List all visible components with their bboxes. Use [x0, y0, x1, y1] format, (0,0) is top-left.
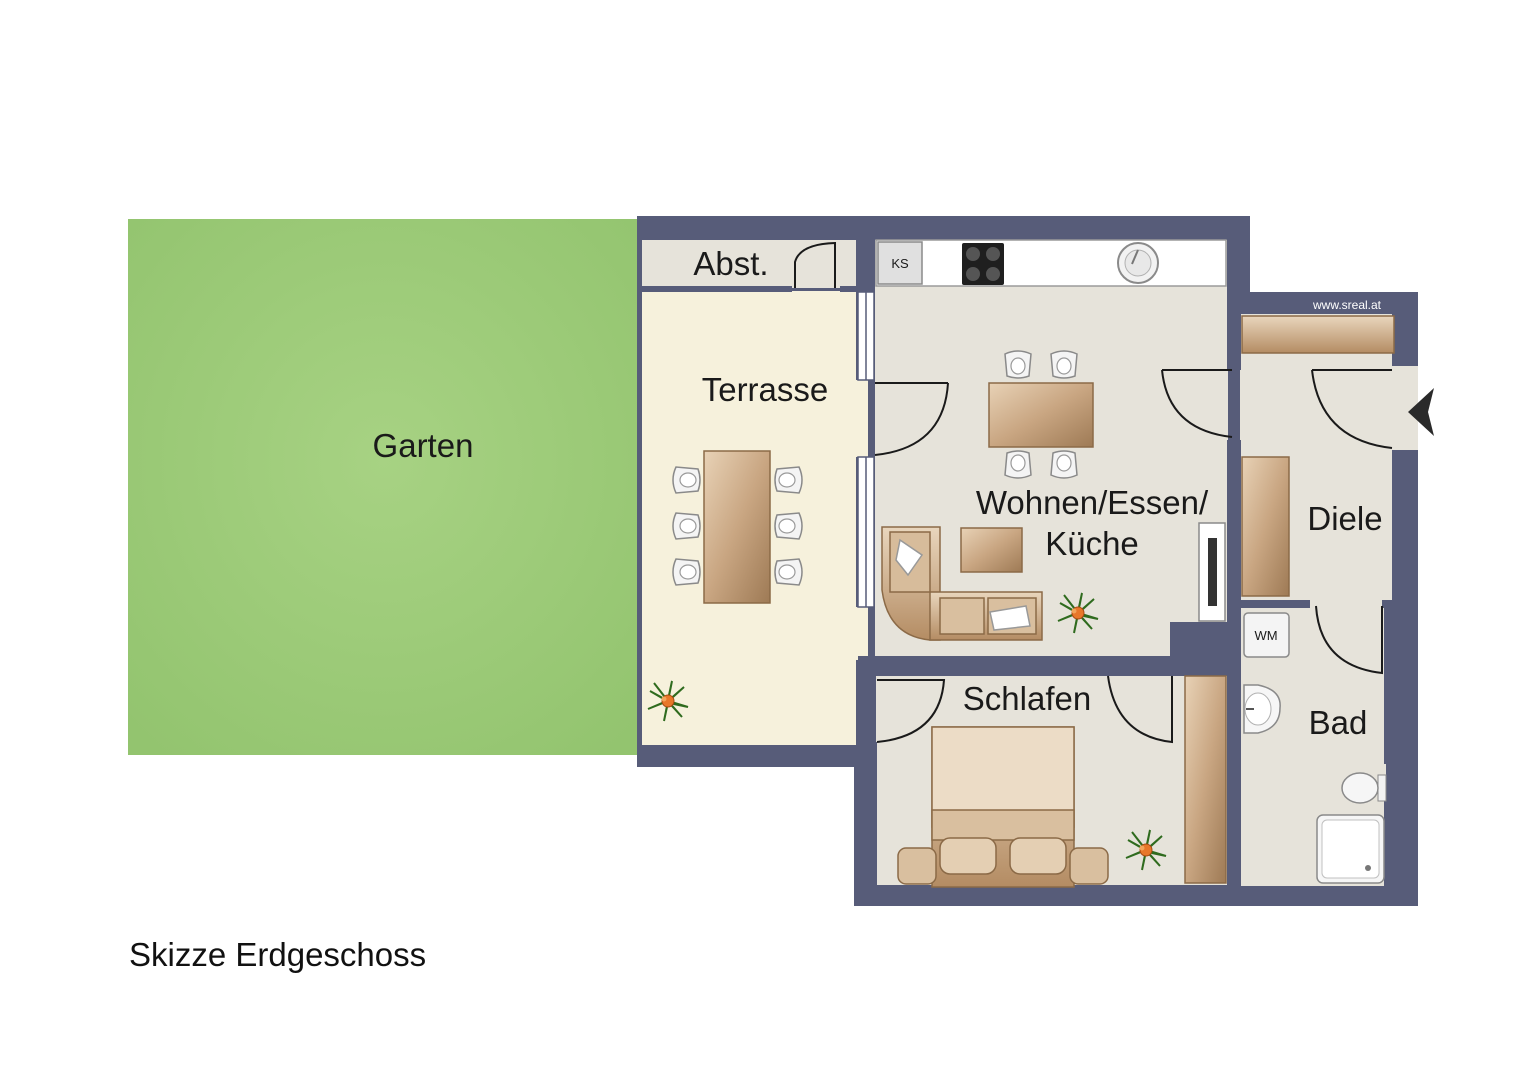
room-label-abstellraum: Abst. — [693, 245, 768, 282]
shower-icon — [1316, 814, 1385, 884]
diele-wardrobe — [1241, 456, 1290, 597]
sink-icon — [1117, 242, 1159, 284]
room-label-wohnen-line2: Küche — [1045, 525, 1139, 562]
doors — [794, 241, 1393, 744]
room-label-terrasse: Terrasse — [702, 371, 829, 408]
washer-label: WM — [1254, 628, 1277, 643]
room-label-wohnen-line1: Wohnen/Essen/ — [976, 484, 1209, 521]
windows — [857, 291, 875, 608]
bed — [897, 726, 1109, 888]
room-label-diele: Diele — [1307, 500, 1382, 537]
fridge-label: KS — [891, 256, 909, 271]
fridge-icon: KS — [877, 241, 923, 285]
watermark: www.sreal.at — [1312, 298, 1382, 312]
kitchen-counter: KS — [875, 239, 1227, 287]
room-label-garten: Garten — [373, 427, 474, 464]
entrance-arrow-icon — [1408, 388, 1434, 436]
wardrobe — [1184, 675, 1227, 884]
washer-icon: WM — [1243, 612, 1290, 658]
coffee-table — [960, 527, 1023, 573]
plan-caption: Skizze Erdgeschoss — [129, 936, 427, 973]
diele-shelf — [1241, 315, 1395, 354]
washbasin-icon — [1243, 684, 1281, 734]
room-label-bad: Bad — [1309, 704, 1368, 741]
room-label-schlafen: Schlafen — [963, 680, 1091, 717]
toilet-icon — [1341, 772, 1387, 804]
sofa — [881, 526, 1043, 641]
dining-table — [988, 350, 1094, 479]
garden-area — [128, 219, 640, 755]
stove-icon — [962, 243, 1004, 285]
terrace-table — [672, 450, 803, 604]
tv-unit — [1198, 522, 1226, 622]
